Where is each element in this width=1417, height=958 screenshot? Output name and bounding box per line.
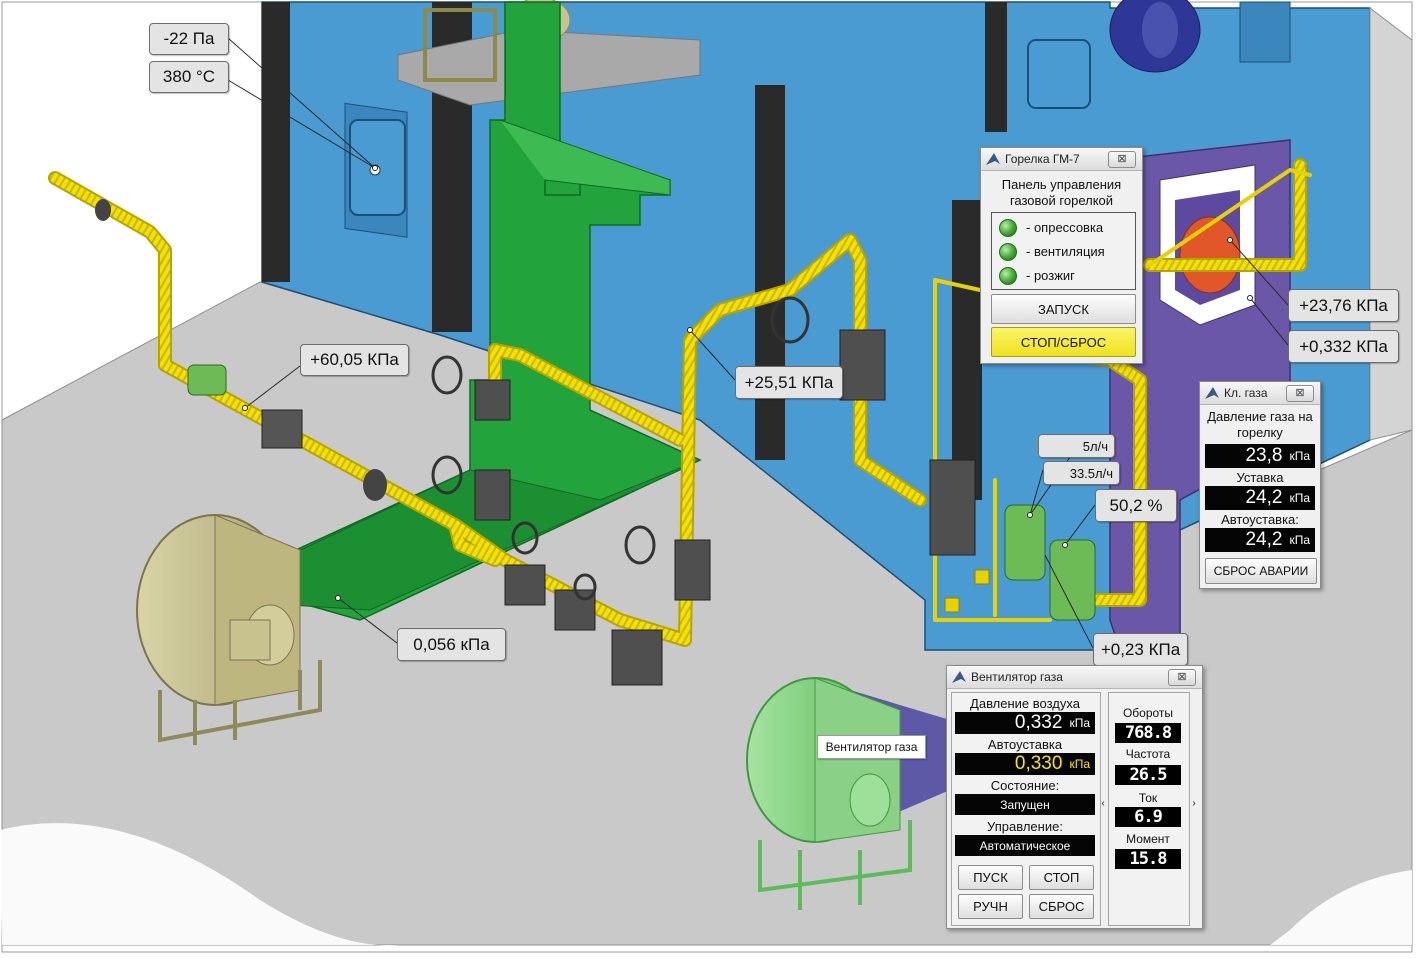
- frequency-label: Частота: [1125, 747, 1171, 761]
- fan-manual-button[interactable]: РУЧН: [958, 894, 1023, 919]
- close-icon[interactable]: ⊠: [1168, 669, 1196, 686]
- fan-window-title: Вентилятор газа: [971, 670, 1063, 684]
- rpm-label: Обороты: [1122, 706, 1174, 720]
- torque-label: Момент: [1126, 832, 1170, 846]
- air-pressure-unit: кПа: [1069, 716, 1090, 730]
- burner-indicator-group: - опрессовка - вентиляция - розжиг: [991, 212, 1136, 290]
- fan-reset-button[interactable]: СБРОС: [1029, 894, 1094, 919]
- fan-tooltip: Вентилятор газа: [817, 735, 926, 759]
- regulator-pressure-callout: +0,23 КПа: [1093, 633, 1188, 666]
- gas-setpoint-display: 24,2 кПа: [1205, 486, 1315, 510]
- air-pressure-label: Давление воздуха: [970, 696, 1080, 711]
- leader-lines: [227, 37, 1289, 649]
- fan-state-label: Состояние:: [990, 778, 1060, 793]
- gas-pressure-display: 23,8 кПа: [1205, 444, 1315, 468]
- burner-stop-reset-button[interactable]: СТОП/СБРОС: [991, 327, 1136, 357]
- fan-start-button[interactable]: ПУСК: [958, 865, 1023, 890]
- burner-air-pressure-callout: +0,332 КПа: [1288, 330, 1399, 363]
- frequency-value: 26.5: [1115, 765, 1181, 785]
- gas-auto-setpoint-value: 24,2: [1245, 529, 1283, 550]
- left-blower: [136, 514, 322, 745]
- furnace-temp-callout: 380 °С: [149, 61, 229, 93]
- air-duct-pressure-callout: 0,056 кПа: [397, 628, 506, 661]
- collapse-right-icon[interactable]: ›: [1192, 798, 1196, 809]
- current-value: 6.9: [1115, 807, 1181, 827]
- indicator-label-ventilation: - вентиляция: [1026, 244, 1105, 259]
- gas-window-title: Кл. газа: [1224, 386, 1268, 400]
- gas-pressure-value: 23,8: [1245, 445, 1283, 466]
- gas-pressure-unit: кПа: [1289, 449, 1310, 463]
- gas-after-valves-pressure-callout: +25,51 КПа: [735, 366, 843, 399]
- flow-1-callout: 5л/ч: [1038, 434, 1115, 458]
- app-logo-icon: [1205, 387, 1219, 399]
- fan-control-mode-label: Управление:: [987, 819, 1063, 834]
- air-pressure-value: 0,332: [1014, 712, 1063, 733]
- gas-setpoint-value: 24,2: [1245, 487, 1283, 508]
- regulator-position-callout: 50,2 %: [1095, 489, 1177, 522]
- air-auto-setpoint-display: 0,330 кПа: [955, 753, 1095, 775]
- gas-piping: [48, 158, 1312, 647]
- app-logo-icon: [986, 153, 1000, 165]
- app-logo-icon: [952, 671, 966, 683]
- burner-panel-heading: Панель управления газовой горелкой: [1001, 177, 1122, 208]
- collapse-left-icon[interactable]: ‹: [1101, 798, 1105, 809]
- gas-auto-setpoint-display: 24,2 кПа: [1205, 528, 1315, 552]
- air-pressure-display: 0,332 кПа: [955, 712, 1095, 734]
- gas-auto-setpoint-label: Автоуставка:: [1221, 512, 1299, 527]
- pressure-test-led-icon: [999, 219, 1017, 237]
- indicator-label-pressure-test: - опрессовка: [1026, 220, 1104, 235]
- burner-window-title: Горелка ГМ-7: [1005, 152, 1080, 166]
- gas-window-titlebar[interactable]: Кл. газа ⊠: [1200, 382, 1320, 405]
- gas-inlet-pressure-callout: +60,05 КПа: [300, 344, 409, 376]
- fan-control-mode-value: Автоматическое: [955, 835, 1095, 856]
- gas-auto-setpoint-unit: кПа: [1289, 533, 1310, 547]
- indicator-label-ignition: - розжиг: [1026, 268, 1075, 283]
- ventilation-led-icon: [999, 243, 1017, 261]
- gas-setpoint-unit: кПа: [1289, 491, 1310, 505]
- ignition-led-icon: [999, 267, 1017, 285]
- gas-pressure-label: Давление газа на горелку: [1207, 409, 1313, 440]
- flow-2-callout: 33.5л/ч: [1043, 461, 1120, 485]
- close-icon[interactable]: ⊠: [1108, 151, 1136, 168]
- rpm-value: 768.8: [1115, 723, 1181, 743]
- fan-stop-button[interactable]: СТОП: [1029, 865, 1094, 890]
- burner-control-window: Горелка ГМ-7 ⊠ Панель управления газовой…: [980, 147, 1143, 364]
- close-icon[interactable]: ⊠: [1286, 385, 1314, 402]
- valves: [95, 199, 1096, 686]
- fan-control-window: Вентилятор газа ⊠ Давление воздуха 0,332…: [946, 665, 1203, 929]
- gas-valve-window: Кл. газа ⊠ Давление газа на горелку 23,8…: [1199, 381, 1321, 589]
- air-auto-setpoint-label: Автоуставка: [987, 737, 1063, 752]
- torque-value: 15.8: [1115, 849, 1181, 869]
- air-auto-setpoint-unit: кПа: [1069, 757, 1090, 771]
- fan-state-value: Запущен: [955, 794, 1095, 815]
- gas-alarm-reset-button[interactable]: СБРОС АВАРИИ: [1205, 558, 1317, 584]
- furnace-pressure-callout: -22 Па: [149, 23, 229, 55]
- current-label: Ток: [1138, 791, 1158, 805]
- gas-setpoint-label: Уставка: [1236, 470, 1284, 485]
- fan-window-titlebar[interactable]: Вентилятор газа ⊠: [947, 666, 1202, 689]
- burner-start-button[interactable]: ЗАПУСК: [991, 294, 1136, 324]
- burner-gas-pressure-callout: +23,76 КПа: [1288, 289, 1399, 322]
- burner-window-titlebar[interactable]: Горелка ГМ-7 ⊠: [981, 148, 1142, 171]
- right-blower: [746, 677, 950, 910]
- air-auto-setpoint-value: 0,330: [1014, 753, 1063, 774]
